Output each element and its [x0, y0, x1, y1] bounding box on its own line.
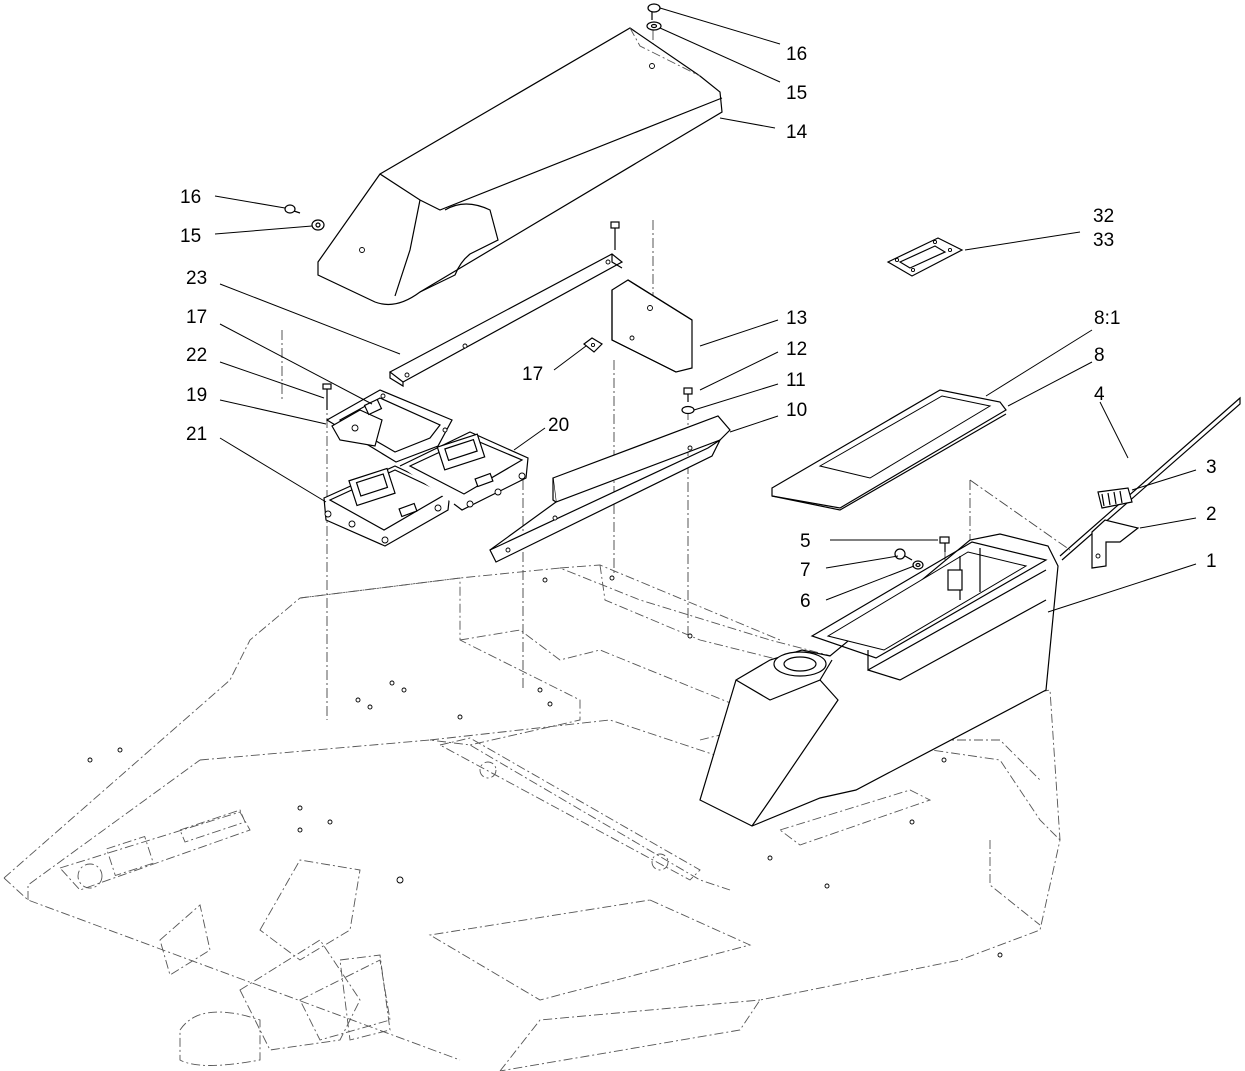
callout-16-top: 16: [786, 44, 807, 65]
callout-17-center: 17: [522, 364, 543, 385]
screw-left: [284, 204, 301, 214]
callout-23: 23: [186, 268, 207, 289]
console-body: [699, 533, 1059, 827]
latch-plate: [886, 237, 964, 277]
callout-5: 5: [800, 531, 811, 552]
clip-nut-center: [583, 337, 603, 353]
callout-15-top: 15: [786, 83, 807, 104]
mounting-strap: [388, 253, 624, 388]
callout-16-left: 16: [180, 187, 201, 208]
callout-4: 4: [1094, 384, 1105, 405]
callout-8-1: 8:1: [1094, 308, 1120, 329]
controller-mount-plate: [325, 389, 453, 463]
washer-11: [681, 405, 695, 415]
channel-bracket: [489, 415, 731, 563]
callout-33: 33: [1093, 230, 1114, 251]
controller-module-right: [399, 431, 529, 511]
callout-11: 11: [786, 370, 806, 391]
washer-left: [311, 219, 325, 231]
armrest-cover: [317, 27, 723, 305]
washer-6: [912, 560, 924, 570]
callout-10: 10: [786, 400, 807, 421]
callout-32: 32: [1093, 206, 1114, 227]
bolt-12: [683, 387, 693, 402]
hinge-bracket: [1091, 519, 1140, 569]
angle-bracket: [611, 279, 693, 373]
callout-19: 19: [186, 385, 207, 406]
callout-2: 2: [1206, 504, 1217, 525]
callout-8: 8: [1094, 345, 1105, 366]
callout-1: 1: [1206, 551, 1217, 572]
console-lid: [771, 389, 1007, 511]
callout-6: 6: [800, 591, 811, 612]
screw-top: [647, 3, 661, 20]
washer-top: [646, 21, 662, 31]
bolt-7: [894, 548, 913, 561]
callout-17-left: 17: [186, 307, 207, 328]
leader-lines: [214, 7, 1197, 613]
callout-12: 12: [786, 339, 807, 360]
callout-22: 22: [186, 345, 207, 366]
callout-13: 13: [786, 308, 807, 329]
bolt-5: [939, 536, 950, 552]
callout-20: 20: [548, 415, 569, 436]
chassis-holes: [87, 575, 1003, 958]
support-rod: [1059, 396, 1241, 561]
screw-22: [322, 383, 332, 410]
callout-labels: 16 15 14 16 15 32 33 23 13 8:1 17 12 8 2…: [180, 44, 1217, 612]
strap-bolt: [610, 221, 620, 250]
assembly-center-lines: [281, 30, 1071, 720]
rubber-bumper: [1097, 487, 1133, 509]
callout-15-left: 15: [180, 226, 201, 247]
callout-3: 3: [1206, 457, 1217, 478]
callout-14: 14: [786, 122, 808, 143]
callout-21: 21: [186, 424, 207, 445]
callout-7: 7: [800, 560, 811, 581]
